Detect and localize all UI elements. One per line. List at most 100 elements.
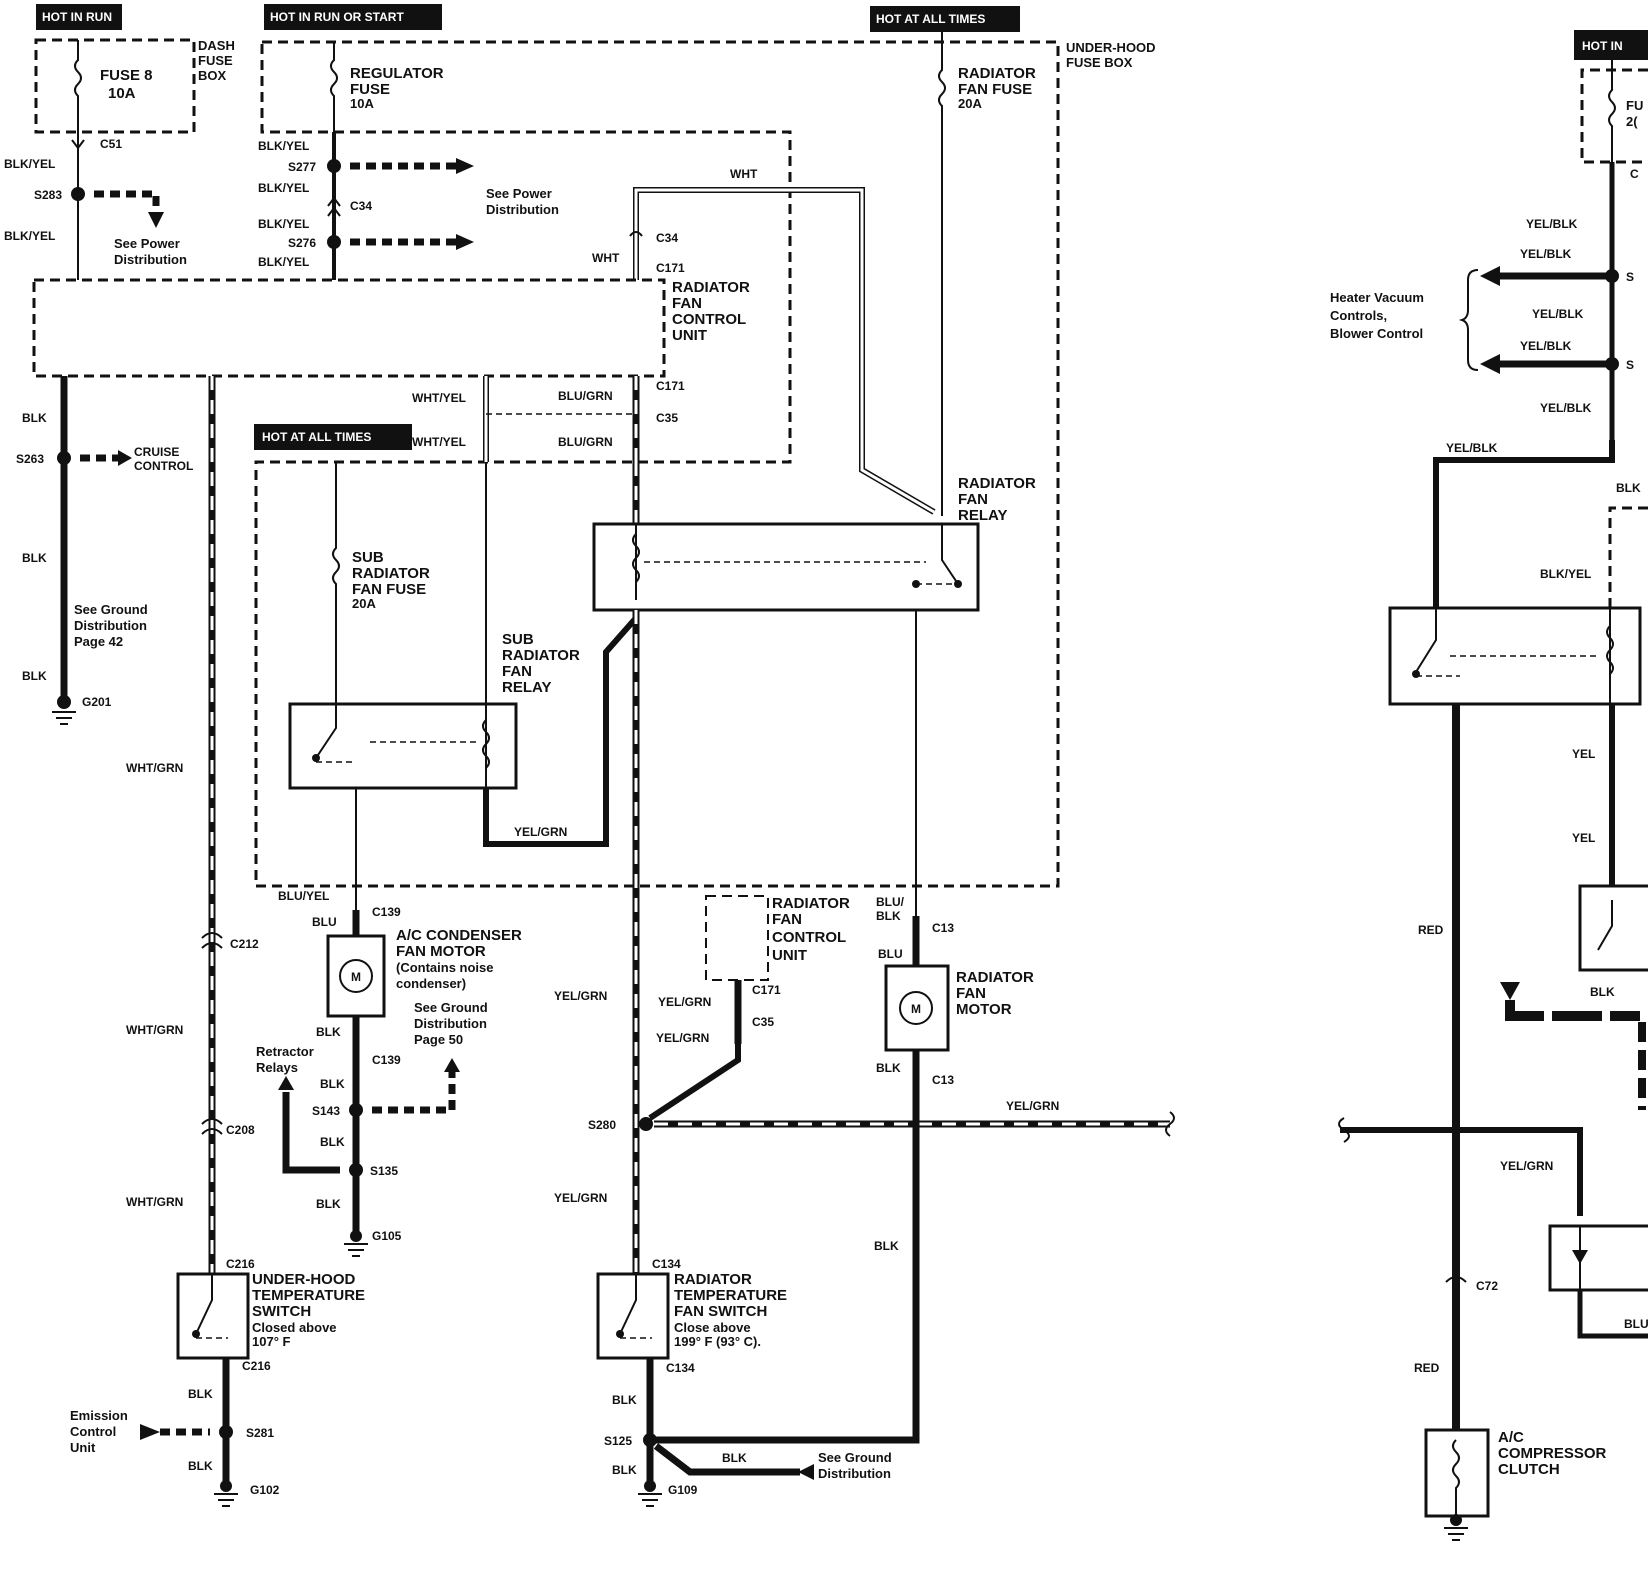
s125-label: S125 bbox=[604, 1434, 632, 1448]
blk-ground-branch: BLK S263 CRUISE CONTROL BLK See Ground D… bbox=[16, 376, 193, 725]
radiator-fan-relay: RADIATOR FAN RELAY bbox=[592, 462, 1036, 612]
wire-blk-16: BLK bbox=[1590, 985, 1615, 999]
see-ground-42-line-1: See Ground bbox=[74, 602, 148, 617]
s281-label: S281 bbox=[246, 1426, 274, 1440]
pill-hot-at-all-times-mid: HOT AT ALL TIMES bbox=[254, 424, 412, 450]
see-power-2-line-1: See Power bbox=[486, 186, 552, 201]
c208-label: C208 bbox=[226, 1123, 255, 1137]
rfcu-label-2: FAN bbox=[672, 295, 702, 312]
wire-blk-13: BLK bbox=[722, 1451, 747, 1465]
radiator-fan-fuse-rating: 20A bbox=[958, 96, 982, 111]
pill-hot-at-all-times-mid-text: HOT AT ALL TIMES bbox=[262, 430, 371, 444]
s280-label: S280 bbox=[588, 1118, 616, 1132]
wire-blk-8: BLK bbox=[188, 1387, 213, 1401]
acm-label-1: A/C CONDENSER bbox=[396, 927, 522, 944]
wire-yel-blk-5: YEL/BLK bbox=[1540, 401, 1592, 415]
c34-label-2: C34 bbox=[656, 231, 678, 245]
c139-label-1: C139 bbox=[372, 905, 401, 919]
yel-grn-main: YEL/GRN S280 YEL/GRN YEL/GRN C134 bbox=[554, 610, 1175, 1274]
see-ground-42-line-2: Distribution bbox=[74, 618, 147, 633]
see-power-1-line-1: See Power bbox=[114, 236, 180, 251]
s277-label: S277 bbox=[288, 160, 316, 174]
uhts-label-2: TEMPERATURE bbox=[252, 1287, 365, 1304]
rfcu2-label-4: UNIT bbox=[772, 947, 807, 964]
rtfs-label-3: FAN SWITCH bbox=[674, 1303, 767, 1320]
s283-label: S283 bbox=[34, 188, 62, 202]
regulator-fuse-label-2: FUSE bbox=[350, 81, 390, 98]
wire-yel-grn-4: YEL/GRN bbox=[554, 1191, 607, 1205]
rfm-motor-symbol: M bbox=[911, 1002, 921, 1016]
wire-wht-yel-1: WHT/YEL bbox=[412, 391, 466, 405]
wht-wire: WHT WHT C34 C171 bbox=[592, 167, 936, 515]
sub-fuse-rating: 20A bbox=[352, 596, 376, 611]
wire-blu-2: BLU bbox=[878, 947, 903, 961]
rtfs-label-1: RADIATOR bbox=[674, 1271, 752, 1288]
radiator-fan-fuse-label-1: RADIATOR bbox=[958, 65, 1036, 82]
acm-label-3: (Contains noise bbox=[396, 960, 494, 975]
pill-hot-in-run: HOT IN RUN bbox=[36, 4, 122, 30]
rfr-label-2: FAN bbox=[958, 491, 988, 508]
rfcu-label-1: RADIATOR bbox=[672, 279, 750, 296]
sub-fuse-label-1: SUB bbox=[352, 549, 384, 566]
retractor-line-2: Relays bbox=[256, 1060, 298, 1075]
wire-blk-10: BLK bbox=[876, 1061, 901, 1075]
pill-hot-in-run-or-start: HOT IN RUN OR START bbox=[264, 4, 442, 30]
see-ground-42-line-3: Page 42 bbox=[74, 634, 123, 649]
wire-yel-blk-1: YEL/BLK bbox=[1526, 217, 1578, 231]
wire-yel-grn-5: YEL/GRN bbox=[658, 995, 711, 1009]
wire-red-2: RED bbox=[1414, 1361, 1440, 1375]
under-hood-fuse-box-label-2: FUSE BOX bbox=[1066, 55, 1133, 70]
wire-wht-grn-2: WHT/GRN bbox=[126, 1023, 183, 1037]
ac-motor-symbol: M bbox=[351, 970, 361, 984]
uhts-label-3: SWITCH bbox=[252, 1303, 311, 1320]
srfr-label-1: SUB bbox=[502, 631, 534, 648]
c134-label-2: C134 bbox=[666, 1361, 695, 1375]
wire-blk-yel-2: BLK/YEL bbox=[4, 229, 55, 243]
g105-label: G105 bbox=[372, 1229, 402, 1243]
rtfs-label-5: 199° F (93° C). bbox=[674, 1334, 761, 1349]
rfr-label-3: RELAY bbox=[958, 507, 1007, 524]
see-ground-dist-line-2: Distribution bbox=[818, 1466, 891, 1481]
wire-wht-yel-2: WHT/YEL bbox=[412, 435, 466, 449]
pill-hot-in-right: HOT IN bbox=[1574, 30, 1648, 60]
regulator-wiring: BLK/YEL S277 BLK/YEL C34 See Power Distr… bbox=[258, 132, 559, 280]
sub-fuse-label-2: RADIATOR bbox=[352, 565, 430, 582]
c216-label-2: C216 bbox=[242, 1359, 271, 1373]
radiator-fan-control-unit: RADIATOR FAN CONTROL UNIT bbox=[32, 278, 750, 378]
wire-wht-2: WHT bbox=[592, 251, 620, 265]
wire-blk-5: BLK bbox=[320, 1077, 345, 1091]
see-ground-50-line-2: Distribution bbox=[414, 1016, 487, 1031]
retractor-line-1: Retractor bbox=[256, 1044, 314, 1059]
c171-label-1: C171 bbox=[656, 261, 685, 275]
radiator-fan-fuse-label-2: FAN FUSE bbox=[958, 81, 1032, 98]
s143-label: S143 bbox=[312, 1104, 340, 1118]
radiator-temp-fan-switch: RADIATOR TEMPERATURE FAN SWITCH Close ab… bbox=[596, 1271, 892, 1507]
pill-hot-at-all-times-top: HOT AT ALL TIMES bbox=[870, 6, 1020, 32]
acc-label-2: COMPRESSOR bbox=[1498, 1445, 1607, 1462]
wire-blk-7: BLK bbox=[316, 1197, 341, 1211]
dash-fuse-box-label-3: BOX bbox=[198, 68, 227, 83]
wire-blk-yel-7: BLK/YEL bbox=[1540, 567, 1591, 581]
rtfs-label-4: Close above bbox=[674, 1320, 751, 1335]
cruise-control-line-1: CRUISE bbox=[134, 445, 179, 459]
wire-blk-2: BLK bbox=[22, 551, 47, 565]
s263-label: S263 bbox=[16, 452, 44, 466]
c72-label: C72 bbox=[1476, 1279, 1498, 1293]
wire-blu-3: BLU bbox=[1624, 1317, 1648, 1331]
rfr-label-1: RADIATOR bbox=[958, 475, 1036, 492]
see-power-1-line-2: Distribution bbox=[114, 252, 187, 267]
wire-blk-14: BLK bbox=[612, 1463, 637, 1477]
wire-yel-blk-3: YEL/BLK bbox=[1532, 307, 1584, 321]
c139-label-2: C139 bbox=[372, 1053, 401, 1067]
see-ground-dist-line-1: See Ground bbox=[818, 1450, 892, 1465]
cruise-control-line-2: CONTROL bbox=[134, 459, 193, 473]
wire-yel-grn-2: YEL/GRN bbox=[554, 989, 607, 1003]
rfcu2-label-3: CONTROL bbox=[772, 929, 846, 946]
c171-label-3: C171 bbox=[752, 983, 781, 997]
s-fragment-2: S bbox=[1626, 358, 1634, 372]
acm-label-4: condenser) bbox=[396, 976, 466, 991]
rfm-label-3: MOTOR bbox=[956, 1001, 1012, 1018]
acc-label-3: CLUTCH bbox=[1498, 1461, 1560, 1478]
wire-blk-yel-1: BLK/YEL bbox=[4, 157, 55, 171]
control-unit-outputs: WHT/YEL WHT/YEL BLU/GRN BLU/GRN C171 C35 bbox=[412, 376, 685, 462]
